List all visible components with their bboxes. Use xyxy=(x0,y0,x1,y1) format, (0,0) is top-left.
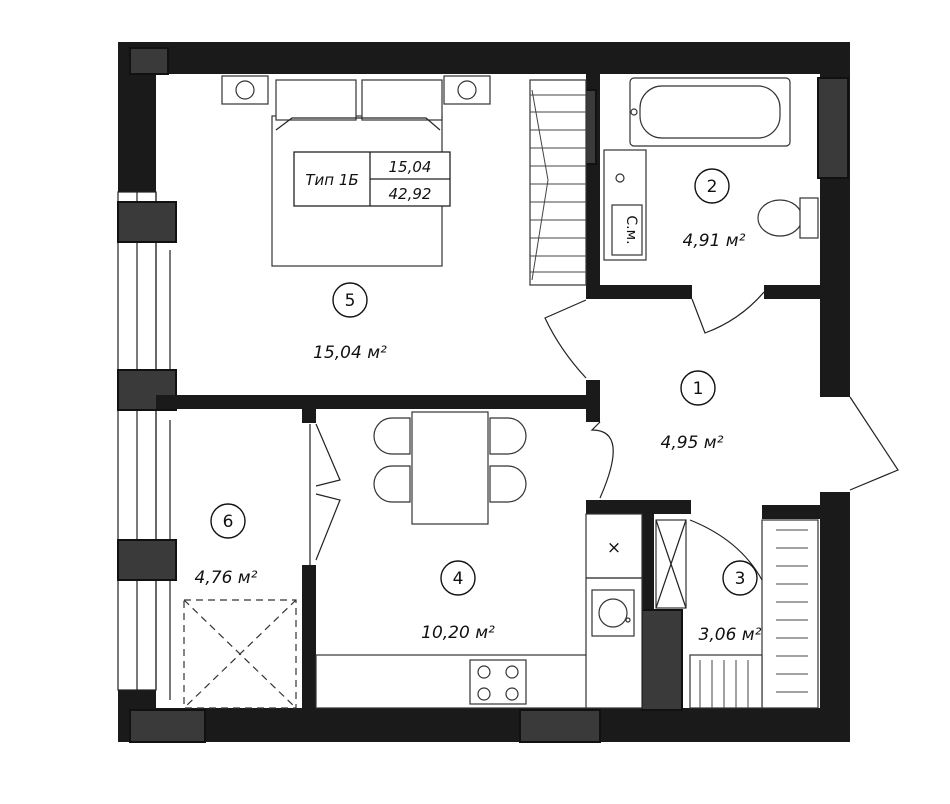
storage-room xyxy=(655,519,819,709)
shaft xyxy=(641,609,683,711)
room-4-number: 4 xyxy=(453,569,464,589)
wall-hall-stub xyxy=(586,380,600,422)
door-kitchen xyxy=(590,421,614,499)
hall xyxy=(590,396,899,499)
cabinet-x xyxy=(655,519,687,609)
chair xyxy=(489,417,527,455)
dining-table xyxy=(411,411,489,525)
lamp xyxy=(235,80,255,100)
room-5-area: 15,04 м² xyxy=(313,343,387,363)
room-3-number: 3 xyxy=(735,569,746,589)
door-room6-upper xyxy=(315,423,341,487)
washing-machine-label: С.м. xyxy=(623,215,639,244)
washing-machine xyxy=(611,204,643,256)
apartment-type: Тип 1Б xyxy=(305,171,358,189)
wardrobe xyxy=(529,79,587,286)
room-number-circle xyxy=(440,560,476,596)
wall-right-bottom xyxy=(820,492,850,742)
room-number-circle xyxy=(694,168,730,204)
burner xyxy=(505,687,519,701)
column xyxy=(117,539,177,581)
room-6-number: 6 xyxy=(223,512,234,532)
dressing-diagonal xyxy=(183,599,297,709)
wall-bath-bottom-left xyxy=(586,285,692,299)
tap xyxy=(615,173,625,183)
bathtub-inner xyxy=(639,85,781,139)
sink-drain xyxy=(625,617,631,623)
burner xyxy=(505,665,519,679)
stove-marker: × xyxy=(607,538,621,558)
room-number-circle xyxy=(722,560,758,596)
door-room6-lower xyxy=(315,493,341,561)
wardrobe-hatch xyxy=(530,89,586,281)
wall-bottom xyxy=(118,708,830,742)
room-5-number: 5 xyxy=(345,291,356,311)
wall-bedroom-bottom xyxy=(156,395,586,409)
entrance-door xyxy=(849,396,899,491)
shoe-rack-hatch xyxy=(699,660,749,708)
toilet-tank xyxy=(799,197,819,239)
toilet-bowl xyxy=(757,199,803,237)
room-4-area: 10,20 м² xyxy=(421,623,495,643)
column xyxy=(519,709,601,743)
bedroom xyxy=(221,75,587,379)
column xyxy=(817,77,849,179)
pillow xyxy=(275,79,357,121)
column xyxy=(129,709,206,743)
wall-bath-bottom-right xyxy=(764,285,834,299)
drain xyxy=(630,108,638,116)
bathroom: С.м. xyxy=(603,77,819,334)
pillow xyxy=(361,79,443,121)
burner xyxy=(477,687,491,701)
sink-bowl xyxy=(598,598,628,628)
chair xyxy=(489,465,527,503)
chair xyxy=(373,465,411,503)
wall-stub xyxy=(302,409,316,423)
room-3-area: 3,06 м² xyxy=(699,625,762,645)
burner xyxy=(477,665,491,679)
wall-top xyxy=(118,42,848,74)
total-area: 42,92 xyxy=(389,185,432,203)
room-2-area: 4,91 м² xyxy=(683,231,746,251)
column xyxy=(129,47,169,75)
dressing-area xyxy=(183,599,297,709)
chair xyxy=(373,417,411,455)
blanket-line xyxy=(275,117,441,131)
wall-hall-bottom-right xyxy=(762,505,822,519)
room-1-number: 1 xyxy=(693,379,704,399)
wardrobe-right-hatch xyxy=(776,529,808,693)
door-bedroom xyxy=(544,299,587,379)
shoe-rack xyxy=(689,654,763,709)
wall-room6-right xyxy=(302,565,316,708)
door-storage xyxy=(689,519,763,581)
room-number-circle xyxy=(332,282,368,318)
living-area: 15,04 xyxy=(389,158,432,176)
room-number-circle xyxy=(210,503,246,539)
room-6-area: 4,76 м² xyxy=(195,568,258,588)
outer-walls xyxy=(117,42,850,743)
wardrobe-right xyxy=(761,519,819,709)
room-1-area: 4,95 м² xyxy=(661,433,724,453)
title-block: Тип 1Б 15,04 42,92 xyxy=(293,151,451,207)
room-6 xyxy=(183,599,297,709)
door-bathroom xyxy=(691,291,765,334)
lamp xyxy=(457,80,477,100)
column xyxy=(117,201,177,243)
room-number-circle xyxy=(680,370,716,406)
interior-walls xyxy=(156,74,834,711)
room-labels: 1 4,95 м² 2 4,91 м² 3 3,06 м² 4 10,20 м²… xyxy=(195,168,762,645)
kitchen: × xyxy=(309,411,643,709)
room-2-number: 2 xyxy=(707,177,718,197)
wall-hall-bottom xyxy=(586,500,691,514)
